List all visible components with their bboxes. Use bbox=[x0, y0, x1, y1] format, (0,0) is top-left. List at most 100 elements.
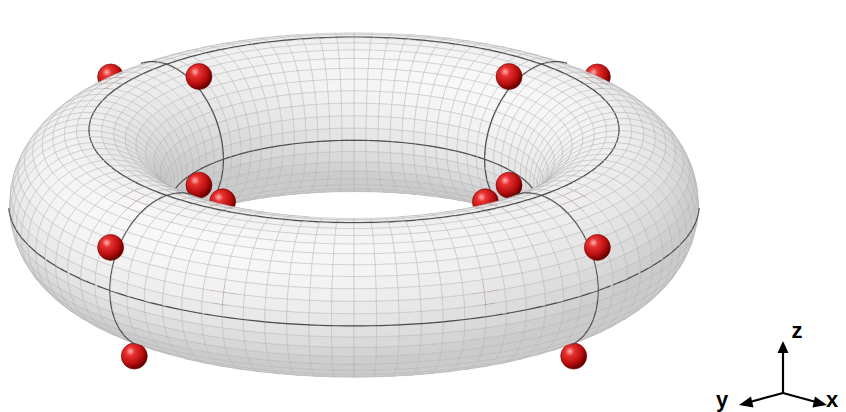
mesh-patch bbox=[293, 154, 306, 166]
parallel-line bbox=[576, 79, 580, 81]
parallel-line bbox=[272, 40, 279, 42]
parallel-line bbox=[673, 248, 676, 251]
parallel-line bbox=[144, 71, 148, 73]
parallel-line bbox=[510, 55, 516, 56]
parallel-line bbox=[217, 160, 220, 161]
parallel-line bbox=[618, 130, 619, 132]
parallel-line bbox=[96, 151, 98, 153]
mesh-patch bbox=[326, 185, 341, 190]
mesh-patch bbox=[385, 44, 403, 52]
parallel-line bbox=[157, 192, 162, 194]
parallel-line bbox=[446, 148, 450, 150]
parallel-line bbox=[18, 233, 20, 236]
meridian-line bbox=[219, 131, 221, 135]
parallel-line bbox=[498, 164, 501, 165]
parallel-line bbox=[9, 214, 11, 217]
parallel-line bbox=[694, 224, 696, 227]
parallel-line bbox=[521, 177, 523, 179]
parallel-line bbox=[434, 146, 438, 148]
mesh-patch bbox=[354, 151, 366, 161]
mesh-patch bbox=[354, 185, 368, 189]
mesh-patch bbox=[306, 141, 318, 153]
meridian-line bbox=[586, 331, 588, 333]
mesh-patch bbox=[317, 116, 330, 129]
mesh-patch bbox=[395, 70, 411, 82]
mesh-patch bbox=[304, 105, 317, 118]
mesh-patch bbox=[342, 116, 354, 129]
parallel-line bbox=[606, 101, 608, 103]
parallel-line bbox=[320, 141, 325, 142]
parallel-line bbox=[438, 147, 442, 149]
mesh-patch bbox=[304, 163, 317, 173]
mesh-patch bbox=[327, 179, 341, 186]
parallel-line bbox=[325, 140, 330, 141]
meridian-line bbox=[133, 343, 135, 344]
parallel-line bbox=[530, 185, 531, 187]
parallel-line bbox=[118, 172, 121, 174]
mesh-patch bbox=[354, 140, 366, 151]
parallel-line bbox=[326, 37, 333, 38]
mesh-patch bbox=[391, 163, 404, 173]
parallel-line bbox=[526, 59, 531, 61]
meridian-line bbox=[178, 192, 181, 193]
parallel-line bbox=[270, 146, 274, 148]
mesh-patch bbox=[327, 79, 341, 91]
parallel-line bbox=[11, 218, 12, 221]
mesh-patch bbox=[414, 132, 426, 145]
meridian-line bbox=[211, 107, 213, 111]
meridian-line bbox=[221, 139, 223, 143]
particle-sphere bbox=[496, 172, 522, 198]
mesh-patch bbox=[436, 135, 447, 149]
mesh-patch bbox=[354, 171, 367, 179]
mesh-patch bbox=[339, 189, 354, 192]
meridian-line bbox=[530, 192, 533, 194]
parallel-line bbox=[420, 144, 424, 146]
parallel-line bbox=[617, 137, 619, 139]
parallel-line bbox=[615, 144, 616, 146]
parallel-line bbox=[292, 143, 297, 145]
mesh-patch bbox=[366, 151, 379, 162]
parallel-line bbox=[402, 142, 407, 144]
parallel-line bbox=[509, 170, 512, 171]
mesh-patch bbox=[367, 171, 380, 179]
meridian-line bbox=[484, 147, 486, 151]
parallel-line bbox=[128, 79, 132, 81]
parallel-line bbox=[451, 149, 455, 151]
parallel-line bbox=[210, 163, 213, 164]
parallel-line bbox=[330, 140, 335, 141]
mesh-patch bbox=[294, 130, 306, 143]
parallel-line bbox=[525, 180, 527, 182]
parallel-line bbox=[125, 81, 129, 83]
parallel-line bbox=[587, 172, 590, 174]
mesh-patch bbox=[328, 171, 341, 179]
mesh-patch bbox=[390, 153, 403, 164]
mesh-patch bbox=[367, 179, 381, 186]
meridian-line bbox=[202, 93, 204, 96]
mesh-patch bbox=[390, 129, 402, 142]
parallel-line bbox=[608, 103, 610, 105]
parallel-line bbox=[178, 183, 180, 185]
mesh-patch bbox=[369, 50, 385, 59]
meridian-line bbox=[518, 193, 521, 195]
mesh-patch bbox=[292, 164, 305, 174]
parallel-line bbox=[462, 45, 468, 46]
parallel-line bbox=[238, 154, 242, 155]
mesh-patch bbox=[354, 128, 366, 140]
parallel-line bbox=[368, 37, 375, 38]
parallel-line bbox=[32, 248, 35, 251]
parallel-line bbox=[227, 157, 231, 158]
parallel-line bbox=[528, 183, 530, 185]
parallel-line bbox=[204, 52, 210, 53]
mesh-patch bbox=[341, 162, 354, 171]
mesh-patch bbox=[309, 59, 325, 70]
parallel-line bbox=[88, 125, 89, 127]
parallel-line bbox=[266, 147, 270, 149]
mesh-patch bbox=[77, 118, 91, 125]
parallel-line bbox=[107, 163, 110, 165]
parallel-line bbox=[618, 127, 619, 129]
mesh-patch bbox=[354, 162, 367, 171]
meridian-line bbox=[207, 100, 209, 104]
mesh-patch bbox=[379, 92, 393, 105]
parallel-line bbox=[185, 177, 187, 179]
